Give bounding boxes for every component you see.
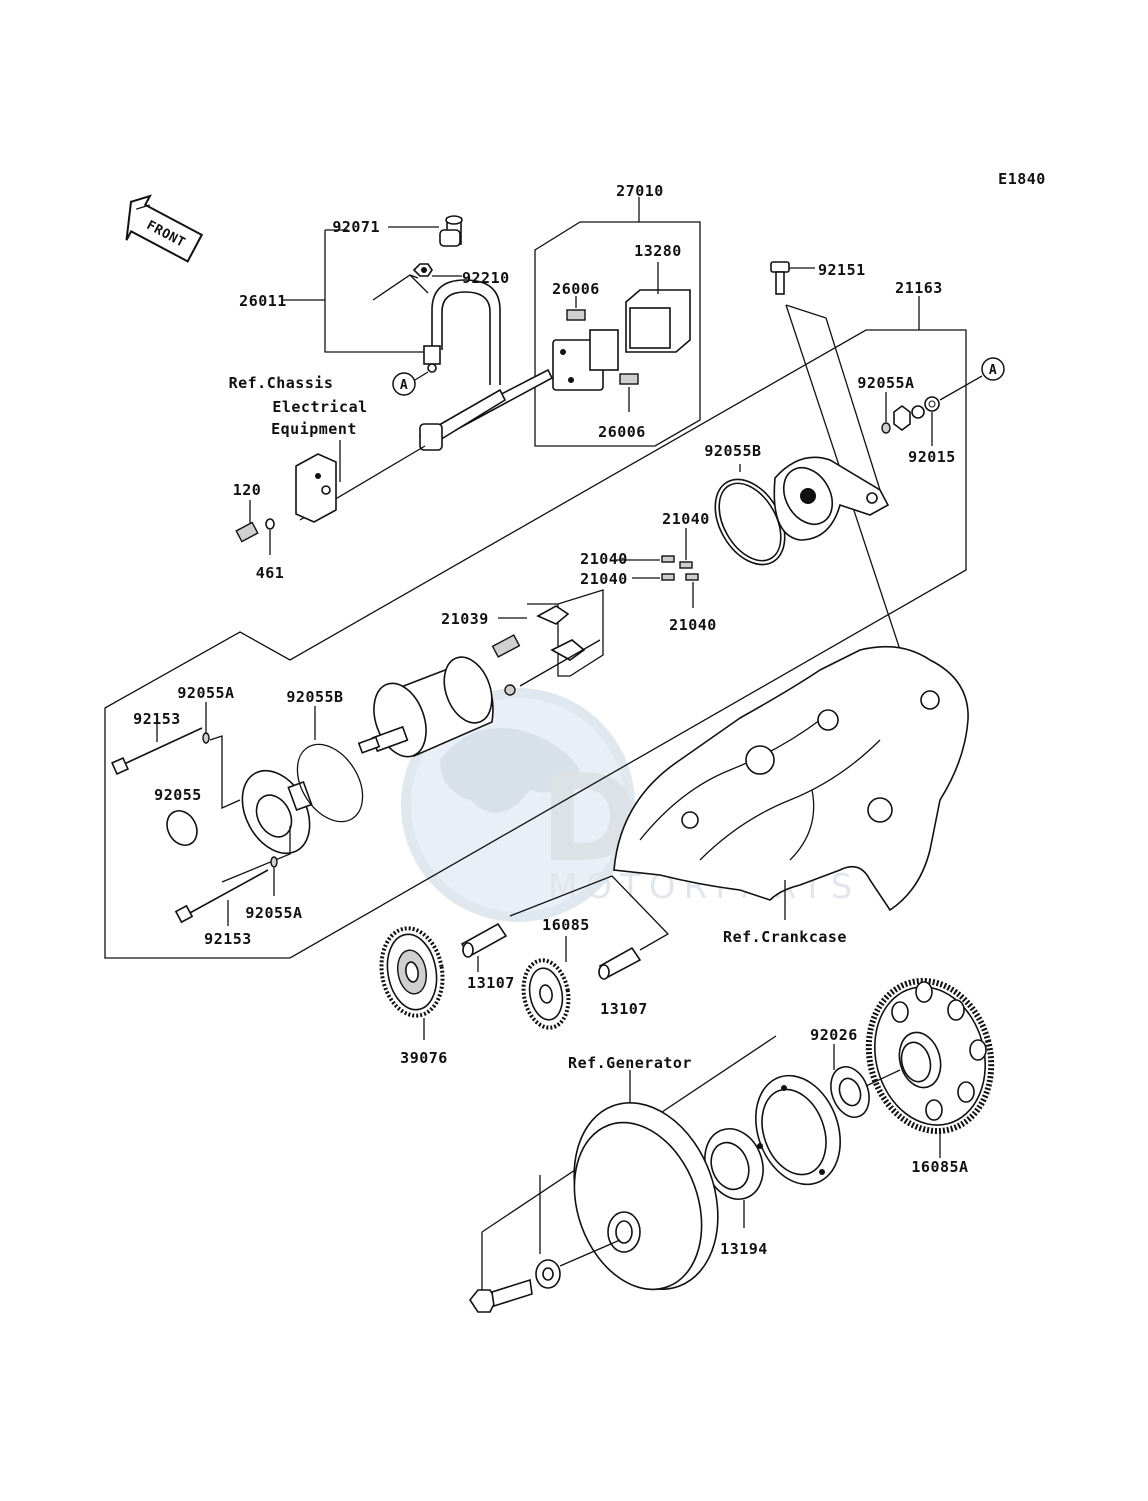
label-26006-top: 26006 [552, 280, 600, 298]
label-27010: 27010 [616, 182, 664, 200]
label-21040-a: 21040 [662, 510, 710, 528]
front-arrow-icon: FRONT [125, 194, 204, 263]
label-21040-b: 21040 [580, 550, 628, 568]
label-21040-d: 21040 [669, 616, 717, 634]
washers-right [881, 375, 983, 446]
one-way-clutch-13194 [704, 1128, 764, 1228]
callout-a-right: A [981, 357, 1005, 381]
ref-chassis-line2: Electrical [272, 398, 367, 416]
through-bolts [111, 702, 278, 926]
label-13107-a: 13107 [467, 974, 515, 992]
label-120: 120 [233, 481, 262, 499]
label-92151: 92151 [818, 261, 866, 279]
crankcase-outline [613, 645, 969, 920]
label-92153-top: 92153 [133, 710, 181, 728]
relay-group [534, 197, 701, 447]
label-92071: 92071 [332, 218, 380, 236]
callout-a-left: A [392, 371, 429, 396]
starter-motor-group-outline [104, 329, 967, 959]
svg-text:A: A [400, 378, 408, 393]
ref-chassis-line3: Equipment [271, 420, 357, 438]
o-ring-92055B-left [296, 743, 364, 823]
label-461: 461 [256, 564, 285, 582]
starter-clutch-gear [865, 977, 995, 1158]
label-92015: 92015 [908, 448, 956, 466]
label-21039: 21039 [441, 610, 489, 628]
shaft-13107-b [598, 946, 642, 980]
label-13107-b: 13107 [600, 1000, 648, 1018]
label-21163: 21163 [895, 279, 943, 297]
idle-gear-16085 [521, 936, 571, 1030]
label-26006-bottom: 26006 [598, 423, 646, 441]
generator-rotor [469, 1102, 719, 1313]
idle-gear-39076 [379, 926, 445, 1040]
starter-front-cover [209, 735, 313, 883]
starter-end-cover [714, 456, 890, 566]
label-13280: 13280 [634, 242, 682, 260]
idle-gear-bracket [509, 875, 670, 951]
label-92026: 92026 [810, 1026, 858, 1044]
label-16085A: 16085A [911, 1158, 968, 1176]
diagram-code: E1840 [998, 170, 1046, 188]
starter-cable [235, 215, 554, 555]
label-16085: 16085 [542, 916, 590, 934]
label-92055: 92055 [154, 786, 202, 804]
ref-chassis-line1: Ref.Chassis [229, 374, 334, 392]
label-21040-c: 21040 [580, 570, 628, 588]
ref-crankcase: Ref.Crankcase [723, 928, 847, 946]
label-26011: 26011 [239, 292, 287, 310]
svg-text:A: A [989, 363, 997, 378]
label-92210: 92210 [462, 269, 510, 287]
brush-springs [616, 528, 699, 608]
label-92055A-bottom: 92055A [245, 904, 302, 922]
label-92055A-top: 92055A [857, 374, 914, 392]
brush-holder [491, 589, 604, 696]
o-ring-92055 [166, 810, 198, 846]
washer-92026 [830, 1044, 901, 1118]
ref-generator: Ref.Generator [568, 1054, 692, 1072]
label-92055A-left: 92055A [177, 684, 234, 702]
label-92153-bottom: 92153 [204, 930, 252, 948]
shaft-13107-a [460, 922, 508, 972]
label-39076: 39076 [400, 1049, 448, 1067]
label-13194: 13194 [720, 1240, 768, 1258]
starter-motor-body [357, 656, 494, 758]
starter-clutch-housing [755, 1074, 841, 1186]
label-92055B-left: 92055B [286, 688, 343, 706]
label-92055B-top: 92055B [704, 442, 761, 460]
